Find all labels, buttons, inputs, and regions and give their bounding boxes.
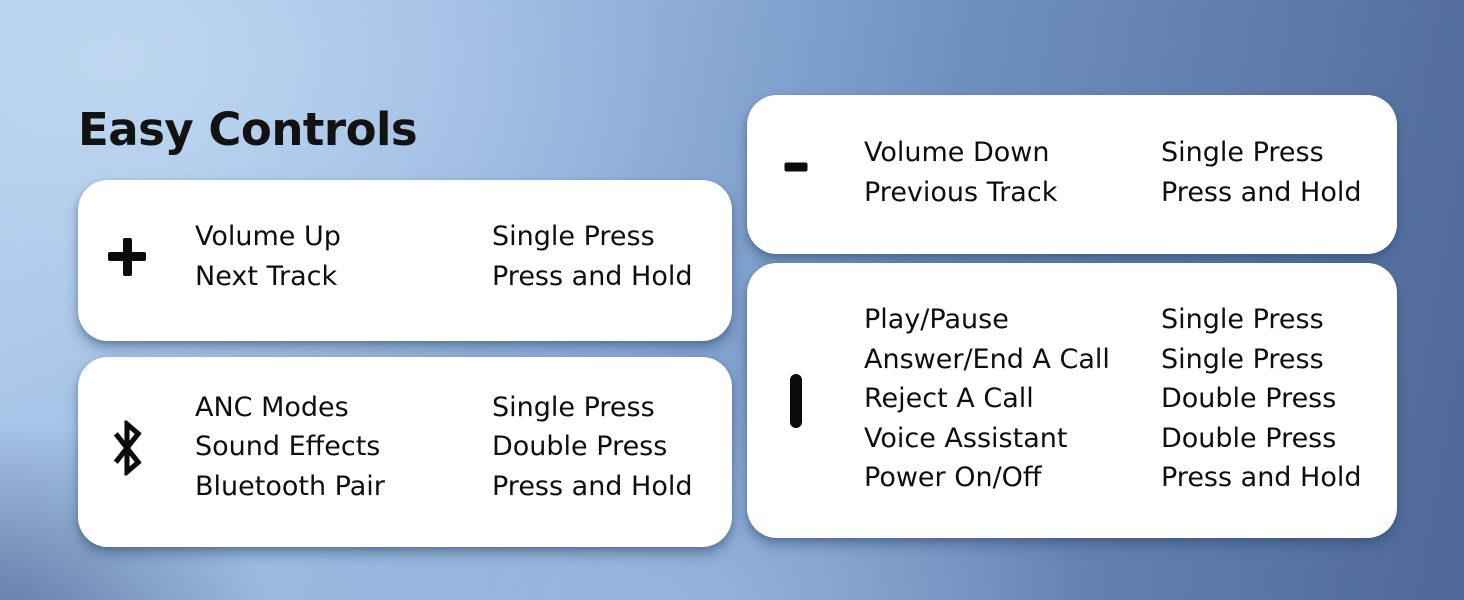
control-rows: Play/Pause Single Press Answer/End A Cal… — [747, 300, 1397, 498]
control-card-multifunction: Play/Pause Single Press Answer/End A Cal… — [747, 263, 1397, 538]
control-card-anc-bluetooth: ANC Modes Single Press Sound Effects Dou… — [78, 357, 732, 547]
plus-icon — [108, 237, 146, 276]
gesture-label: Double Press — [1161, 422, 1337, 454]
gesture-label: Double Press — [1161, 383, 1337, 415]
gesture-label: Single Press — [1161, 137, 1324, 168]
action-label: Volume Down — [864, 137, 1050, 168]
action-label: Reject A Call — [864, 383, 1034, 415]
control-row: Next Track Press and Hold — [195, 257, 724, 297]
control-rows: Volume Down Single Press Previous Track … — [747, 133, 1397, 212]
control-row: Volume Down Single Press — [864, 133, 1389, 173]
vertical-bar-icon — [790, 373, 802, 428]
control-card-volume-down: Volume Down Single Press Previous Track … — [747, 95, 1397, 254]
gesture-label: Press and Hold — [1161, 462, 1362, 494]
minus-icon — [784, 162, 808, 171]
control-row: Voice Assistant Double Press — [864, 419, 1389, 459]
action-label: ANC Modes — [195, 391, 349, 423]
gesture-label: Press and Hold — [492, 260, 693, 292]
action-label: Voice Assistant — [864, 422, 1068, 454]
gesture-label: Single Press — [492, 221, 655, 252]
gesture-label: Double Press — [492, 431, 668, 463]
action-label: Bluetooth Pair — [195, 470, 385, 502]
action-label: Previous Track — [864, 176, 1058, 208]
action-label: Volume Up — [195, 221, 341, 252]
action-label: Power On/Off — [864, 462, 1042, 494]
control-row: Bluetooth Pair Press and Hold — [195, 467, 724, 507]
control-row: Reject A Call Double Press — [864, 379, 1389, 419]
page-title: Easy Controls — [78, 103, 418, 156]
control-rows: Volume Up Single Press Next Track Press … — [78, 217, 732, 296]
gesture-label: Single Press — [492, 391, 655, 423]
action-label: Play/Pause — [864, 304, 1009, 336]
control-row: ANC Modes Single Press — [195, 388, 724, 428]
control-row: Play/Pause Single Press — [864, 300, 1389, 340]
action-label: Next Track — [195, 260, 338, 292]
gesture-label: Single Press — [1161, 304, 1324, 336]
action-label: Sound Effects — [195, 431, 381, 463]
gesture-label: Press and Hold — [1161, 176, 1362, 208]
gesture-label: Press and Hold — [492, 470, 693, 502]
control-row: Power On/Off Press and Hold — [864, 458, 1389, 498]
control-row: Sound Effects Double Press — [195, 427, 724, 467]
control-rows: ANC Modes Single Press Sound Effects Dou… — [78, 388, 732, 507]
control-row: Answer/End A Call Single Press — [864, 340, 1389, 380]
bluetooth-icon — [112, 420, 143, 476]
control-card-volume-up: Volume Up Single Press Next Track Press … — [78, 180, 732, 341]
gesture-label: Single Press — [1161, 343, 1324, 375]
action-label: Answer/End A Call — [864, 343, 1110, 375]
control-row: Volume Up Single Press — [195, 217, 724, 257]
control-row: Previous Track Press and Hold — [864, 173, 1389, 213]
